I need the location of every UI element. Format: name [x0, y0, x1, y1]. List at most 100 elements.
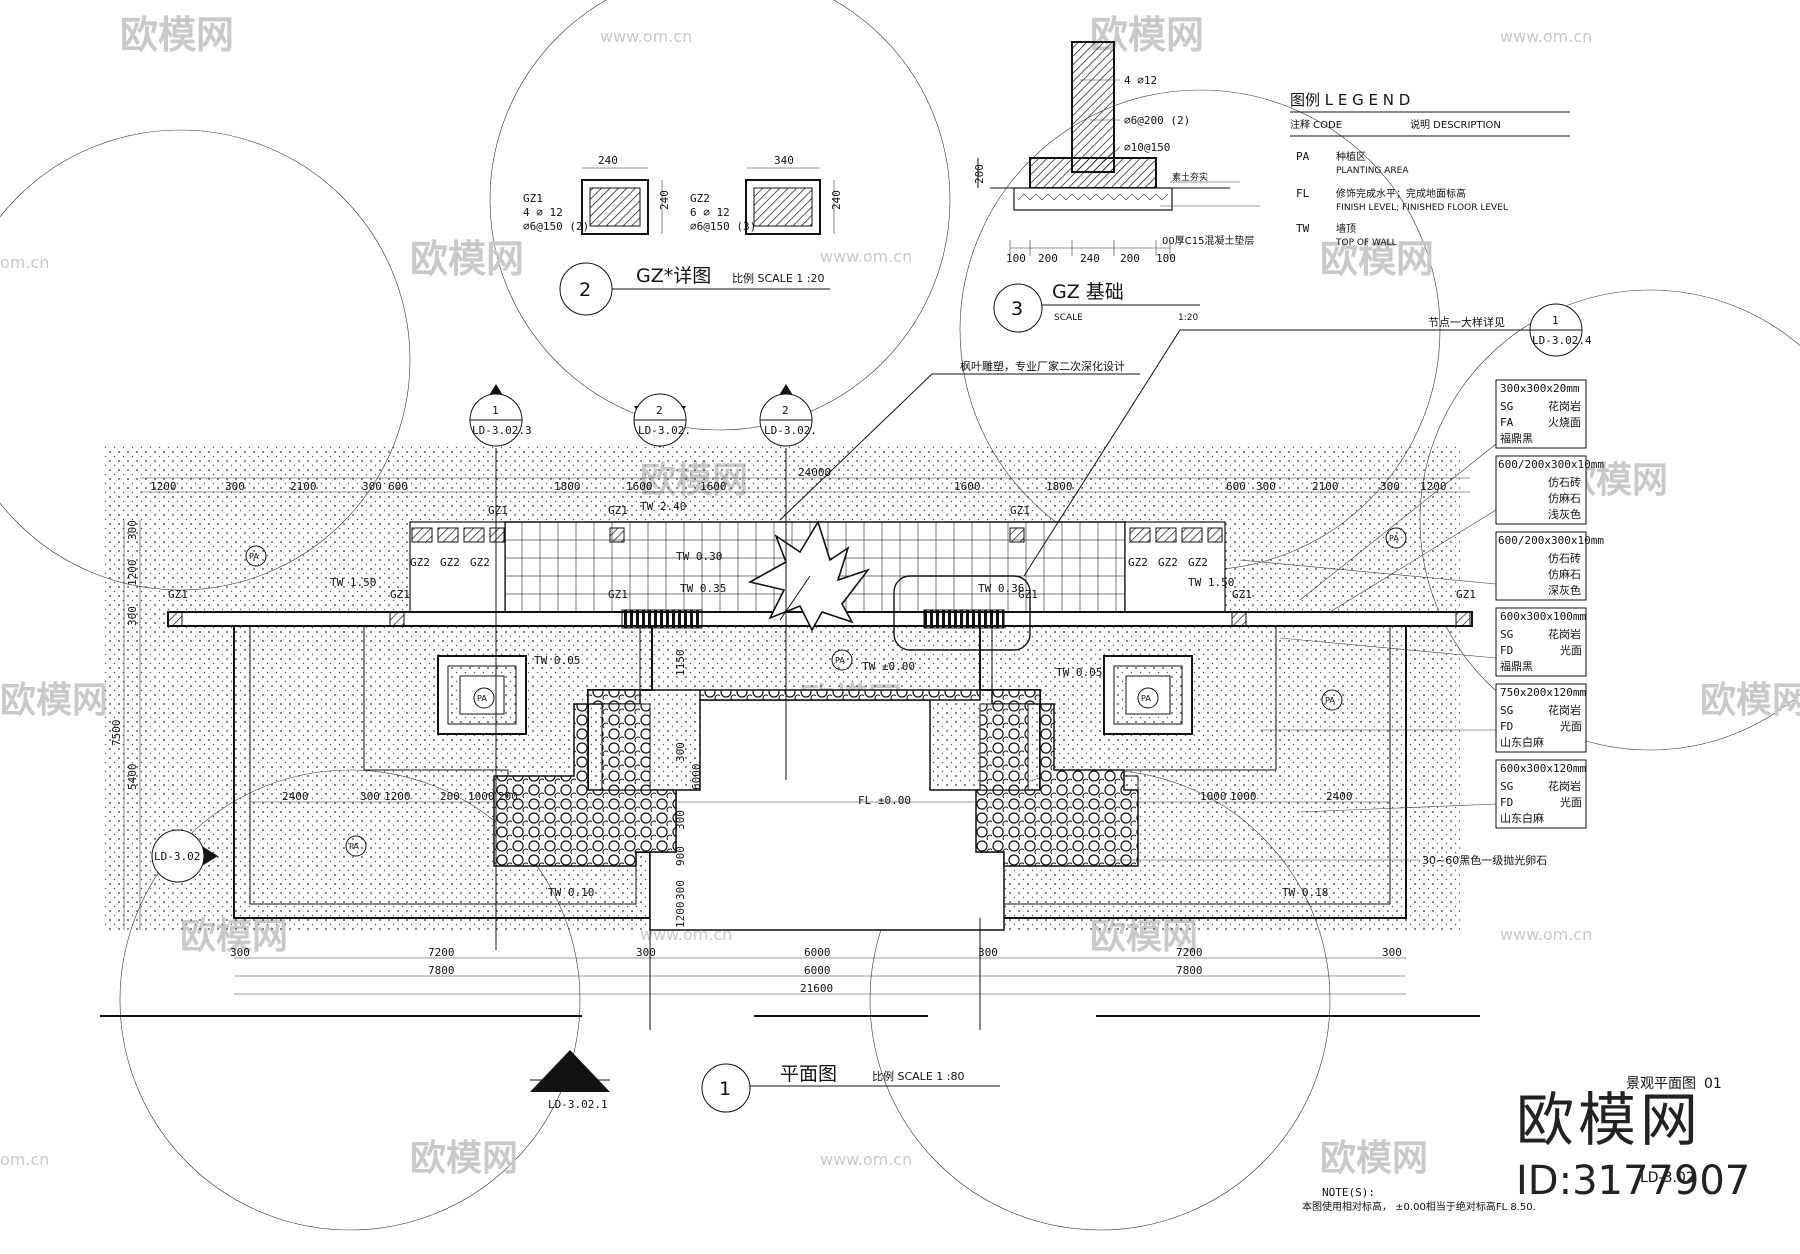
level-label: TW 1.50 — [1188, 576, 1234, 589]
material-block: 600x300x120mm SG 花岗岩 FD 光面 山东白麻 — [1495, 759, 1587, 829]
gz1-rebar: 4 ⌀ 12 — [523, 206, 563, 219]
plan-scale: 比例 SCALE 1 :80 — [872, 1069, 964, 1083]
material-desc: 浅灰色 — [1548, 507, 1581, 521]
dim-top: 600 — [388, 480, 408, 493]
level-label: TW 2.40 — [640, 500, 686, 513]
gz1-hatch — [589, 187, 641, 227]
material-desc: 花岗岩 — [1548, 627, 1581, 641]
gz2-name: GZ2 — [690, 192, 710, 205]
legend-code: FL — [1296, 187, 1310, 200]
plan-number-circle — [701, 1063, 751, 1113]
material-desc: 仿麻石 — [1548, 491, 1581, 505]
dim-top: 1600 — [954, 480, 981, 493]
section-mark-sheet: LD-3.02. — [764, 424, 817, 437]
gz-label: GZ1 — [390, 588, 410, 601]
pa-label: PA — [1325, 696, 1335, 705]
detail-gz-foundation: 200 4 ⌀12 ⌀6@200 (2) ⌀10@150 素土夯实 00厚C15… — [973, 41, 1260, 333]
dim-left: 300 — [126, 606, 139, 626]
pa-label: PA — [349, 842, 359, 851]
gz-label: GZ2 — [1128, 556, 1148, 569]
material-block: 600x300x100mm SG 花岗岩 FD 光面 福鼎黑 — [1495, 607, 1587, 677]
section-mark-sheet: LD-3.02.1 — [548, 1098, 608, 1111]
material-code: SG — [1500, 704, 1513, 717]
dim-bottom: 7200 — [1176, 946, 1203, 959]
dim-top: 2100 — [290, 480, 317, 493]
dim-top: 1600 — [700, 480, 727, 493]
legend: 图例 L E G E N D 注释 CODE 说明 DESCRIPTION PA… — [1290, 91, 1570, 248]
section-mark-number: 2 — [782, 404, 789, 417]
bottom-total: 21600 — [800, 982, 833, 995]
left-dimensions: 300 1200 300 5400 7500 — [110, 520, 141, 930]
gz-labels: GZ1 GZ1 GZ1 GZ2 GZ2 GZ2 GZ2 GZ2 GZ2 GZ1 … — [168, 504, 1476, 601]
legend-title: 图例 L E G E N D — [1290, 91, 1410, 109]
detail-title: GZ 基础 — [1052, 281, 1124, 303]
material-leaders — [1110, 443, 1497, 861]
level-label: TW 0.18 — [1282, 886, 1328, 899]
dim-inner: 2400 — [282, 790, 309, 803]
dim-top: 1800 — [1046, 480, 1073, 493]
watermark-url: om.cn — [0, 1150, 49, 1169]
dim-top: 1200 — [1420, 480, 1447, 493]
foundation-cushion — [1013, 187, 1173, 211]
level-label: TW 0.30 — [676, 550, 722, 563]
level-label: TW 0.05 — [1056, 666, 1102, 679]
watermark-logo: 欧模网 — [120, 13, 234, 57]
foundation-footing — [1029, 157, 1157, 189]
detail-number-circle — [993, 283, 1043, 333]
material-spec: 750x200x120mm — [1500, 686, 1586, 699]
material-desc: 仿石砖 — [1548, 551, 1581, 565]
detail-gz-columns: 240 240 GZ1 4 ⌀ 12 ⌀6@150 (2) 340 240 GZ… — [523, 154, 843, 316]
dim-bottom: 300 — [1382, 946, 1402, 959]
notes-title: NOTE(S): — [1322, 1186, 1375, 1199]
pebble-band — [493, 689, 1139, 867]
node-ref-number: 1 — [1552, 314, 1559, 327]
plan-number: 1 — [719, 1078, 731, 1100]
material-code: FD — [1500, 796, 1513, 809]
section-mark-sheet: LD-3.02.3 — [472, 424, 532, 437]
detail-scale-label: SCALE — [1054, 313, 1083, 323]
level-label: TW 0.10 — [548, 886, 594, 899]
legend-code: TW — [1296, 222, 1310, 235]
plan-title: 1 平面图 比例 SCALE 1 :80 — [701, 1063, 1000, 1113]
watermark-logo: 欧模网 — [410, 237, 524, 281]
material-desc: 花岗岩 — [1548, 703, 1581, 717]
material-spec: 600/200x300x10mm — [1498, 458, 1604, 471]
level-label: TW 0.35 — [680, 582, 726, 595]
detail-scale-value: 1:20 — [1178, 313, 1198, 323]
gz-label: GZ1 — [1456, 588, 1476, 601]
watermark-url: om.cn — [0, 253, 49, 272]
dim-inner: 200 — [498, 790, 518, 803]
legend-code: PA — [1296, 150, 1310, 163]
wall-grille — [621, 609, 703, 629]
material-desc: 火烧面 — [1548, 416, 1581, 429]
maple-leaf-sculpture — [747, 520, 871, 632]
foundation-dim: 100 — [1006, 252, 1026, 265]
watermark-url: www.om.cn — [1500, 27, 1592, 46]
section-mark-side: LD-3.02 — [151, 829, 218, 883]
material-code: FD — [1500, 720, 1513, 733]
material-desc: 福鼎黑 — [1500, 431, 1533, 445]
gz-label: GZ1 — [1010, 504, 1030, 517]
material-desc: 光面 — [1560, 795, 1582, 809]
foundation-height: 200 — [973, 164, 986, 184]
watermark-url: www.om.cn — [1500, 925, 1592, 944]
legend-en: FINISH LEVEL; FINISHED FLOOR LEVEL — [1336, 203, 1508, 213]
foundation-dim: 200 — [1038, 252, 1058, 265]
material-desc: 仿石砖 — [1548, 475, 1581, 489]
pa-label: PA — [835, 656, 845, 665]
sheet-code: LD-3.02 — [1640, 1170, 1695, 1186]
watermark-url: www.om.cn — [600, 27, 692, 46]
detail-title: GZ*详图 — [636, 265, 711, 287]
tree-planter-left: PA — [437, 655, 527, 735]
gz-label: GZ1 — [488, 504, 508, 517]
material-spec: 300x300x20mm — [1500, 382, 1580, 395]
dim-top: 300 — [1380, 480, 1400, 493]
node-ref-sheet: LD-3.02.4 — [1532, 334, 1592, 347]
node-detail-outline — [893, 575, 1031, 651]
material-block: 300x300x20mm SG 花岗岩 FA 火烧面 福鼎黑 — [1495, 379, 1587, 449]
detail-number: 3 — [1011, 298, 1023, 320]
foundation-dim: 200 — [1120, 252, 1140, 265]
dim-inner: 300 — [674, 810, 687, 830]
dim-inner: 2400 — [1326, 790, 1353, 803]
material-code: SG — [1500, 628, 1513, 641]
